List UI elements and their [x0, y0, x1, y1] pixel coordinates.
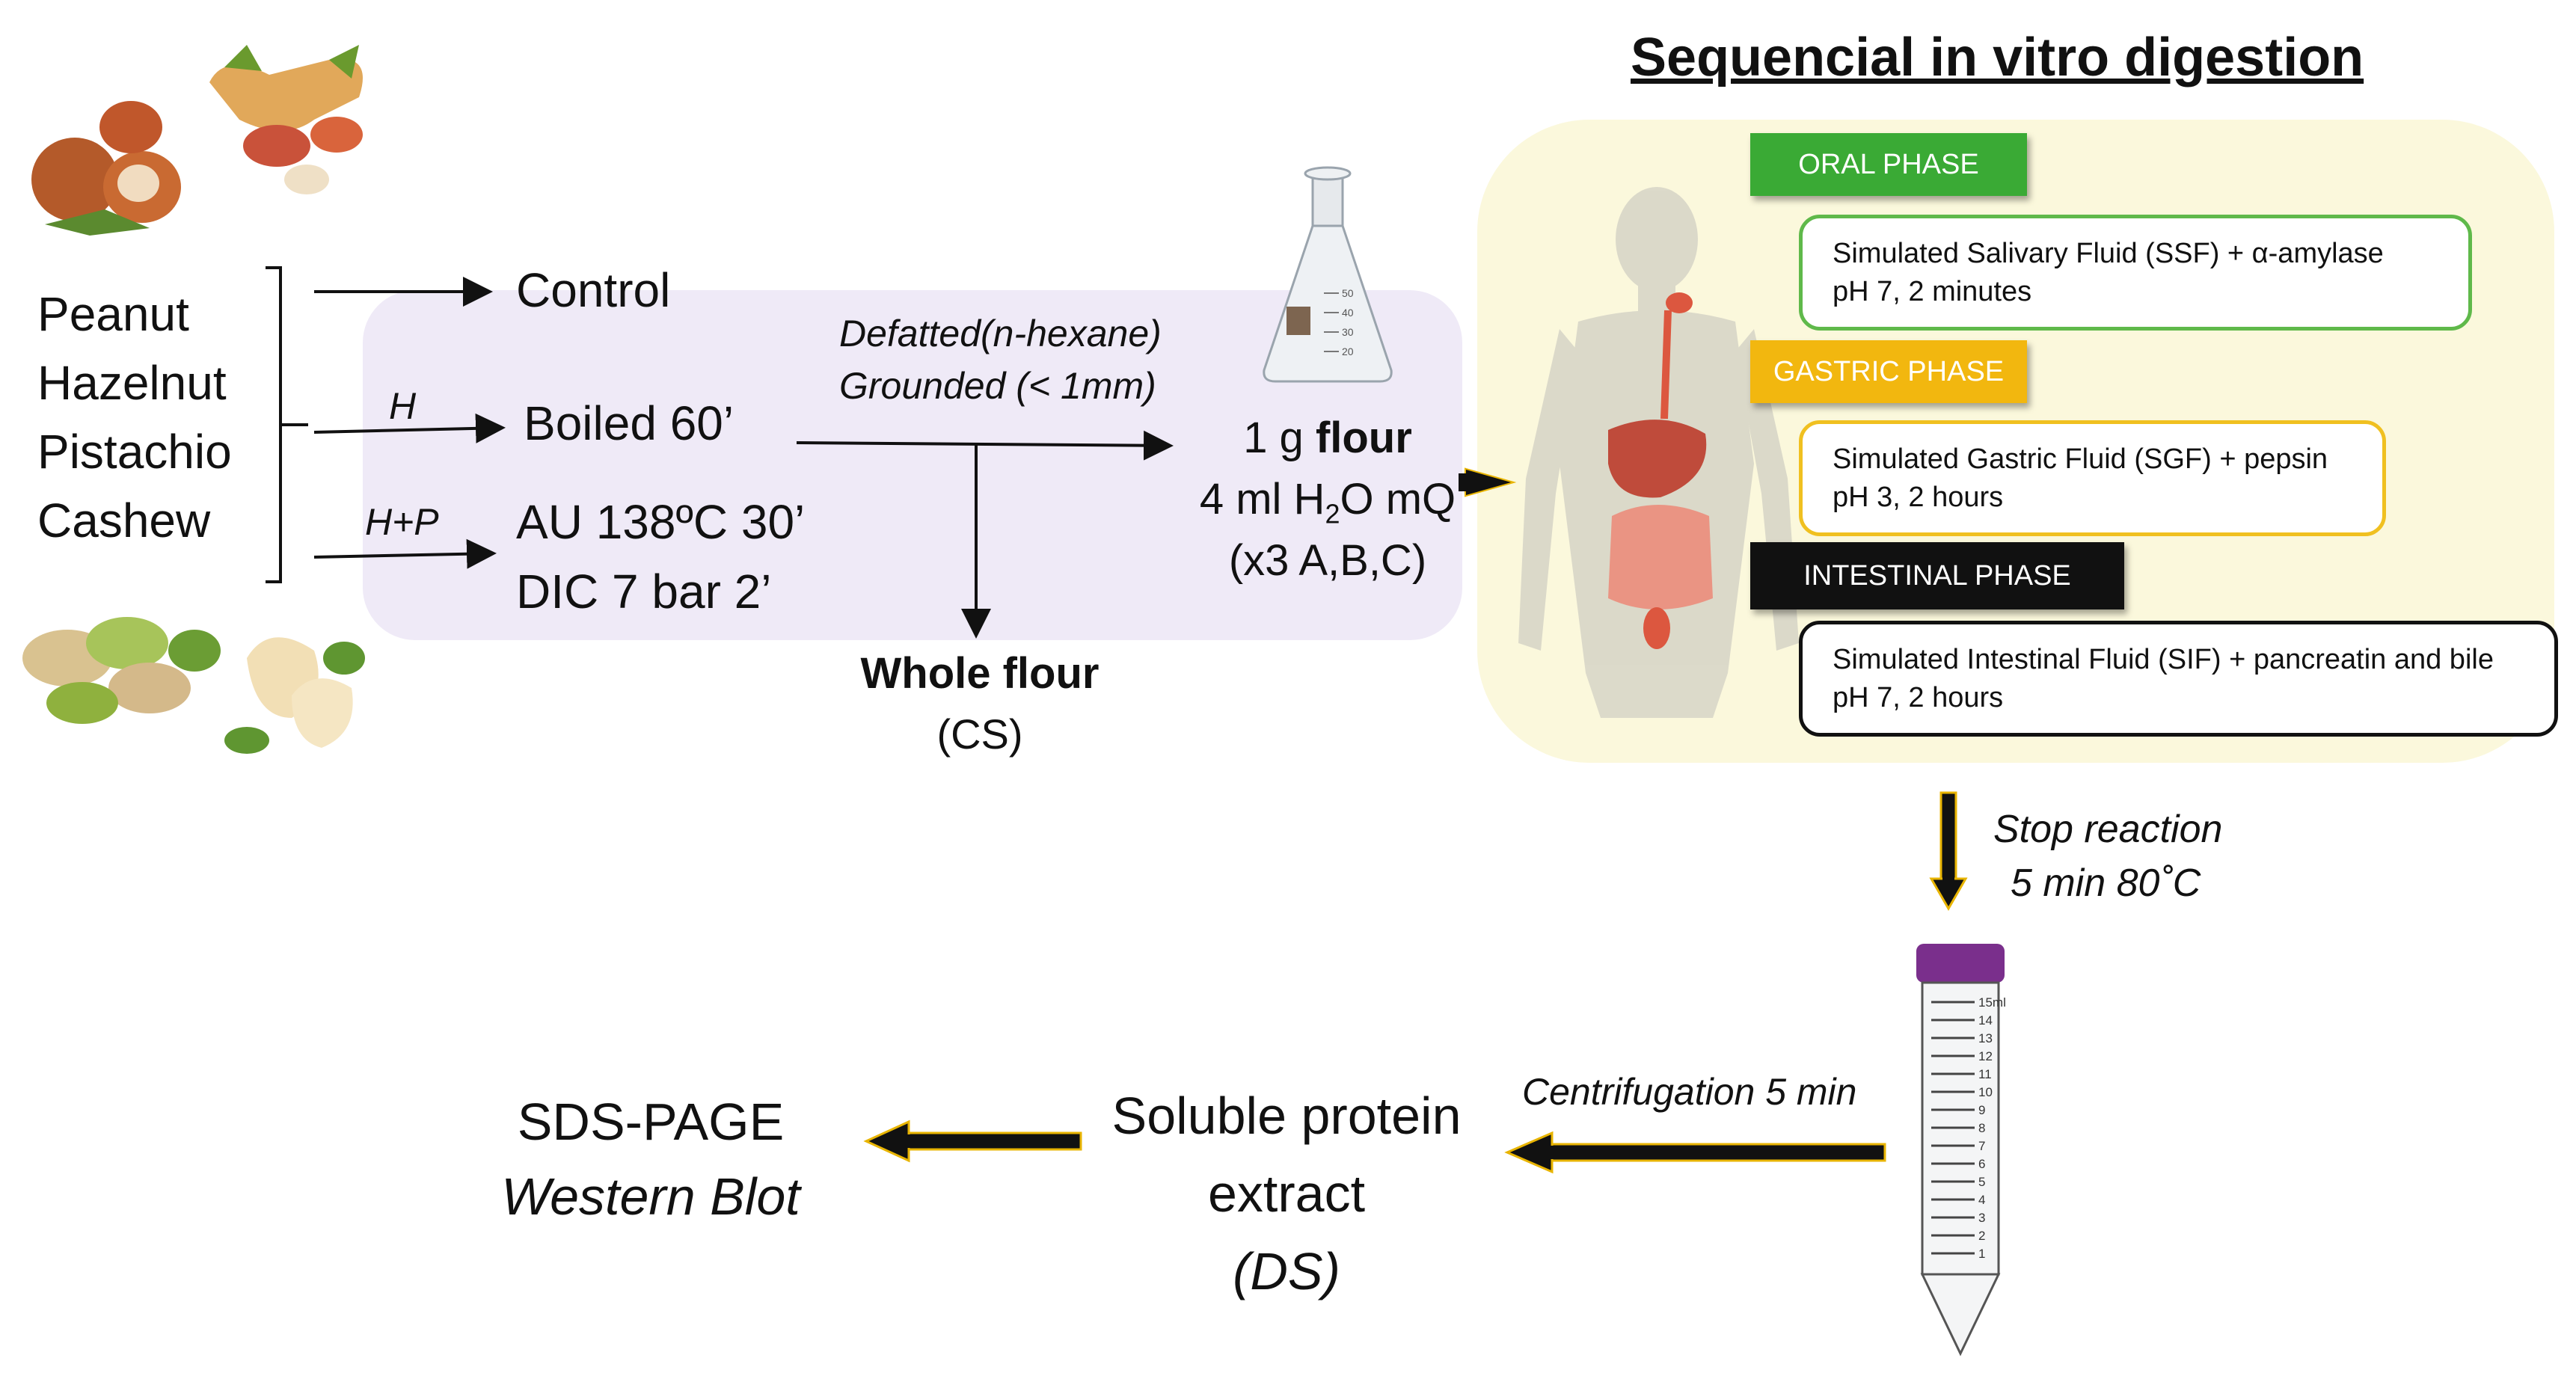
nut-cashew: Cashew	[37, 494, 211, 547]
nut-hazelnut: Hazelnut	[37, 356, 227, 410]
flask-tick-label: 20	[1342, 345, 1354, 357]
water-subscript: 2	[1325, 498, 1340, 529]
treatment-boiled: Boiled 60’	[524, 396, 735, 450]
treatment-au: AU 138ºC 30’	[516, 495, 806, 549]
extract-code: (DS)	[1233, 1242, 1340, 1300]
flask-icon: 50 40 30 20	[1263, 166, 1393, 383]
label-h: H	[389, 385, 417, 427]
intestinal-fluid-text: Simulated Intestinal Fluid (SIF) + pancr…	[1833, 644, 2494, 675]
tube-tick-label: 13	[1978, 1031, 1993, 1045]
tube-tick-label: 11	[1978, 1067, 1992, 1081]
intestinal-phase-box: Simulated Intestinal Fluid (SIF) + pancr…	[1799, 621, 2558, 737]
pistachio-icon	[22, 617, 221, 724]
sample-water-line: 4 ml H2O mQ	[1167, 475, 1488, 529]
diagram-title: Sequencial in vitro digestion	[1631, 28, 2364, 87]
flask-tick-label: 40	[1342, 307, 1354, 319]
whole-flour-label: Whole flour	[860, 649, 1100, 698]
nut-pistachio: Pistachio	[37, 425, 232, 479]
treatment-dic: DIC 7 bar 2’	[516, 565, 772, 618]
intestinal-phase-label: INTESTINAL PHASE	[1750, 542, 2124, 609]
tube-tick-label: 9	[1978, 1103, 1985, 1117]
tube-tick-label: 10	[1978, 1085, 1993, 1099]
extract-line1: Soluble protein	[1111, 1087, 1462, 1145]
treatment-control: Control	[516, 263, 671, 317]
bold-arrow-stop	[1929, 791, 1968, 912]
sample-flour-word: flour	[1315, 414, 1412, 462]
oral-phase-label: ORAL PHASE	[1750, 133, 2027, 196]
centrifugation-label: Centrifugation 5 min	[1522, 1071, 1857, 1113]
gastric-phase-label: GASTRIC PHASE	[1750, 340, 2027, 403]
label-hp: H+P	[365, 501, 439, 543]
tube-tick-label: 4	[1978, 1193, 1985, 1207]
stop-reaction-label: Stop reaction	[1993, 808, 2223, 851]
oral-ph-text: pH 7, 2 minutes	[1833, 276, 2032, 308]
flask-tick-label: 30	[1342, 326, 1354, 338]
arrow-to-flour	[796, 430, 1174, 461]
gastric-fluid-text: Simulated Gastric Fluid (SGF) + pepsin	[1833, 443, 2328, 475]
hazelnut-icon	[31, 101, 181, 236]
prep-grounded: Grounded (< 1mm)	[839, 365, 1156, 407]
gastric-ph-text: pH 3, 2 hours	[1833, 482, 2004, 514]
sample-replicates: (x3 A,B,C)	[1228, 536, 1427, 585]
water-suffix: O mQ	[1340, 475, 1456, 523]
oral-phase-box: Simulated Salivary Fluid (SSF) + α-amyla…	[1799, 215, 2472, 331]
tube-tick-label: 6	[1978, 1157, 1985, 1171]
stop-reaction-condition: 5 min 80˚C	[2011, 861, 2201, 905]
sample-flour-line: 1 g flour	[1167, 414, 1488, 464]
tube-tick-label: 5	[1978, 1175, 1985, 1189]
bold-arrow-analysis	[863, 1119, 1082, 1163]
flask-tick-label: 50	[1342, 287, 1354, 299]
tube-tick-label: 14	[1978, 1013, 1993, 1028]
extract-line2: extract	[1207, 1164, 1366, 1223]
tube-tick-label: 3	[1978, 1211, 1985, 1225]
arrow-boiled	[313, 413, 506, 443]
bold-arrow-to-digestion	[1459, 467, 1517, 497]
oral-fluid-text: Simulated Salivary Fluid (SSF) + α-amyla…	[1833, 238, 2384, 269]
analysis-western-blot: Western Blot	[501, 1167, 800, 1226]
cashew-icon	[224, 637, 365, 754]
tube-tick-label: 7	[1978, 1139, 1985, 1153]
tube-tick-label: 12	[1978, 1049, 1993, 1063]
arrow-hp	[313, 538, 497, 569]
falcon-tube-icon: 15ml 14 13 12 11 10 9 8 7 6 5 4 3 2 1	[1916, 944, 2006, 1357]
peanut-icon	[209, 45, 363, 194]
tube-tick-label: 2	[1978, 1229, 1985, 1243]
intestinal-ph-text: pH 7, 2 hours	[1833, 682, 2004, 714]
sample-amount: 1 g	[1243, 414, 1316, 462]
tube-scale: 15ml 14 13 12 11 10 9 8 7 6 5 4 3 2 1	[1931, 995, 2006, 1261]
nut-peanut: Peanut	[37, 287, 189, 341]
water-prefix: 4 ml H	[1199, 475, 1325, 523]
nut-bracket	[266, 266, 308, 583]
human-body-icon	[1518, 187, 1799, 718]
tube-tick-label: 15ml	[1978, 995, 2006, 1010]
prep-defatted: Defatted(n-hexane)	[839, 313, 1162, 354]
whole-flour-code: (CS)	[936, 710, 1023, 758]
flask-scale: 50 40 30 20	[1324, 287, 1354, 357]
tube-tick-label: 8	[1978, 1121, 1985, 1135]
gastric-phase-box: Simulated Gastric Fluid (SGF) + pepsin p…	[1799, 420, 2386, 536]
tube-tick-label: 1	[1978, 1247, 1985, 1261]
bold-arrow-centrifuge	[1504, 1131, 1886, 1174]
analysis-sds-page: SDS-PAGE	[517, 1093, 785, 1151]
